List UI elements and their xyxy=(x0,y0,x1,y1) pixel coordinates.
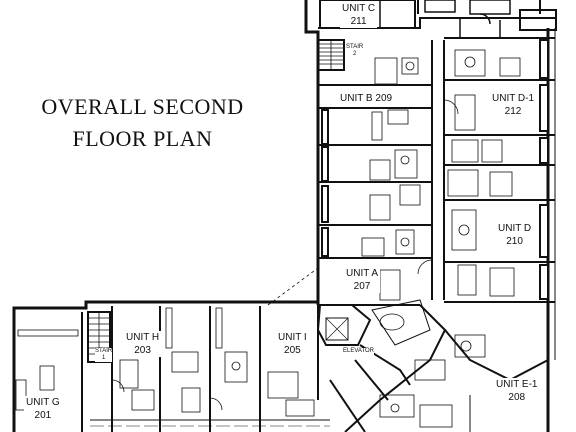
unit-e1-label: UNIT E-1 208 xyxy=(494,378,540,404)
plan-title-line-1: OVERALL SECOND xyxy=(41,94,244,119)
stair-1-label: STAIR 1 xyxy=(95,348,113,362)
unit-number: 210 xyxy=(506,236,523,247)
unit-number: 209 xyxy=(375,93,393,104)
plan-title-line-2: FLOOR PLAN xyxy=(72,126,213,151)
unit-b-label: UNIT B 209 xyxy=(338,92,395,105)
unit-d1-label: UNIT D-1 212 xyxy=(490,92,537,118)
stair-2-drawing xyxy=(317,39,345,71)
unit-d-label: UNIT D 210 xyxy=(496,222,534,248)
unit-name: UNIT H xyxy=(126,332,160,343)
diagonal-wing-walls xyxy=(329,304,550,432)
unit-name: UNIT C xyxy=(342,3,376,14)
stair-1-drawing xyxy=(87,311,111,363)
lower-wing-walls xyxy=(12,300,330,432)
unit-name: UNIT G xyxy=(26,397,60,408)
elevator-label: ELEVATOR xyxy=(343,348,375,355)
unit-number: 201 xyxy=(34,410,52,421)
unit-i-label: UNIT I 205 xyxy=(276,331,309,357)
unit-number: 208 xyxy=(508,392,526,403)
unit-number: 207 xyxy=(353,281,371,292)
stair-number: 2 xyxy=(352,51,357,57)
right-units-partitions xyxy=(444,37,555,303)
stair-number: 1 xyxy=(101,355,106,361)
left-units-partitions xyxy=(318,84,432,306)
unit-name: UNIT I xyxy=(278,332,307,343)
unit-h-label: UNIT H 203 xyxy=(124,331,162,357)
unit-number: 211 xyxy=(350,16,367,27)
unit-name: UNIT B xyxy=(340,93,373,104)
unit-c-walls xyxy=(319,0,557,38)
unit-number: 203 xyxy=(134,345,151,356)
unit-name: UNIT A xyxy=(346,268,379,279)
unit-a-label: UNIT A 207 xyxy=(344,267,381,293)
stair-label-text: STAIR xyxy=(346,44,364,50)
unit-name: UNIT D-1 xyxy=(492,93,535,104)
unit-c-label: UNIT C 211 xyxy=(340,2,378,28)
unit-number: 212 xyxy=(504,106,522,117)
unit-name: UNIT D xyxy=(498,223,532,234)
upper-wing-fixtures xyxy=(361,49,521,301)
stair-label-text: STAIR xyxy=(95,348,113,354)
unit-g-label: UNIT G 201 xyxy=(24,396,62,422)
unit-number: 205 xyxy=(284,345,301,356)
unit-name: UNIT E-1 xyxy=(496,379,538,390)
stair-2-label: STAIR 2 xyxy=(346,44,364,58)
